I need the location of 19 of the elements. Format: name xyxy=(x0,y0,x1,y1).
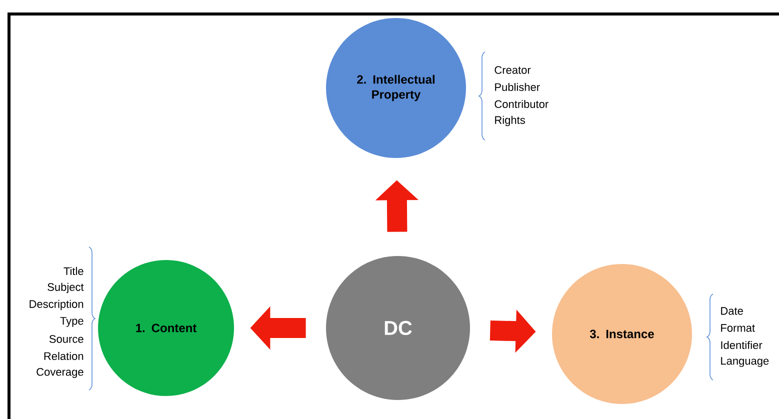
circle-node: 3. Instance xyxy=(552,264,692,404)
list-item: Description xyxy=(30,300,84,310)
list-item: Identifier xyxy=(721,340,762,350)
list-item: Creator xyxy=(494,66,531,74)
list-item: Language xyxy=(721,357,769,367)
circle-node: 2. Intellectual Property xyxy=(326,18,466,158)
list-item: Contributor xyxy=(494,100,548,108)
list-item: Publisher xyxy=(495,82,540,92)
list-item: Type xyxy=(60,317,84,327)
circle-node: DC xyxy=(326,256,470,400)
list-item: Source xyxy=(49,335,84,343)
list-item: Relation xyxy=(44,352,84,360)
list-item: Coverage xyxy=(36,368,84,378)
list-item: Subject xyxy=(48,282,84,294)
list-item: Format xyxy=(721,324,755,332)
list-item: Rights xyxy=(495,116,525,126)
circle-node: 1. Content xyxy=(98,260,234,396)
list-item: Title xyxy=(64,266,84,276)
list-item: Date xyxy=(721,307,743,315)
